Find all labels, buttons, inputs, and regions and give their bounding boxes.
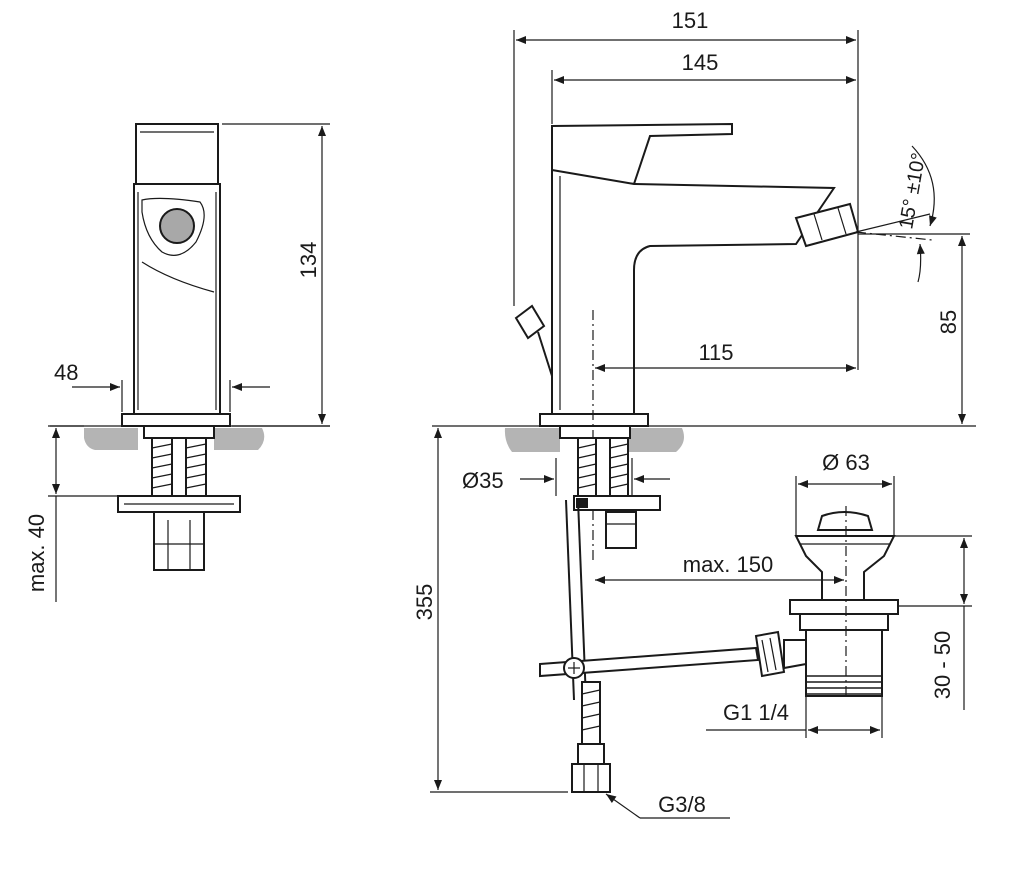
dim-width: 48 <box>54 360 78 385</box>
pull-rod <box>539 646 760 678</box>
dim-overall-length: 151 <box>672 8 709 33</box>
faucet-body <box>551 168 836 415</box>
deck-right-front <box>628 428 684 452</box>
side-view: 134 48 max. 40 <box>24 123 330 602</box>
front-view: 151 145 115 85 15° ±10° 355 Ø35 Ø 63 <box>412 8 976 819</box>
threaded-rod-front <box>577 443 629 489</box>
dim-waste-thread: G1 1/4 <box>723 700 789 725</box>
popup-rod-knob <box>514 304 546 340</box>
fixing-plate <box>573 495 661 511</box>
aerator-outlet <box>159 208 195 244</box>
dim-deck-thickness: max. 40 <box>24 514 49 592</box>
dim-spout-length: 145 <box>682 50 719 75</box>
popup-waste <box>754 506 899 700</box>
threaded-rod-side <box>151 443 207 489</box>
dim-height: 134 <box>296 242 321 279</box>
base-plate <box>539 413 649 427</box>
dim-spray-angle: 15° ±10° <box>895 151 930 231</box>
deck-left-side <box>84 428 138 450</box>
dim-outlet-height: 85 <box>936 310 961 334</box>
lever-handle-side <box>135 123 219 185</box>
deck-right-side <box>214 428 265 450</box>
deck-left-front <box>504 428 560 452</box>
base-plate-side <box>121 413 231 427</box>
dim-waste-adjust: 30 - 50 <box>930 631 955 700</box>
dim-supply-thread: G3/8 <box>658 792 706 817</box>
dim-waste-diameter: Ø 63 <box>822 450 870 475</box>
dim-spout-reach: 115 <box>698 340 733 365</box>
dim-hole-diameter: Ø35 <box>462 468 504 493</box>
dim-waste-distance: max. 150 <box>683 552 774 577</box>
dim-below-deck: 355 <box>412 584 437 621</box>
supply-nut <box>571 763 611 793</box>
